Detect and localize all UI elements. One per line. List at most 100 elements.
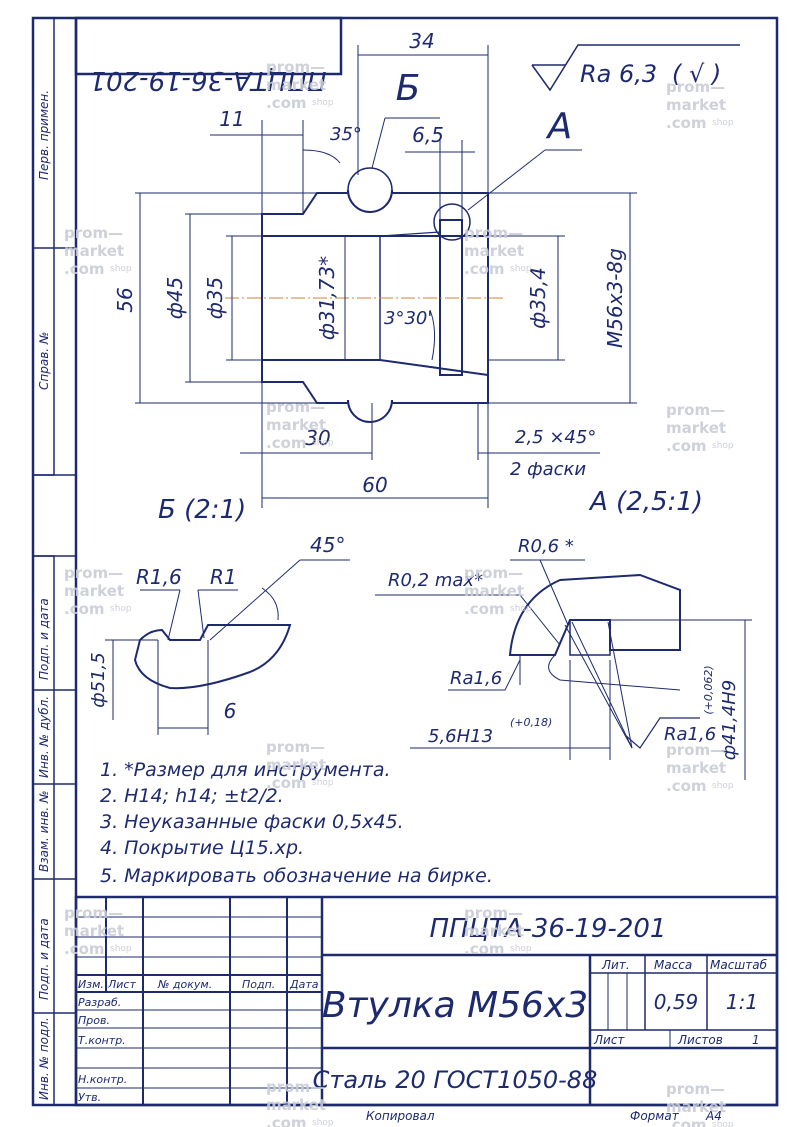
svg-text:market: market [266,756,326,774]
dim-3-30: 3°30' [384,308,432,329]
note-2: 2. Н14; h14; ±t2/2. [100,785,284,807]
roughness-ra1-6-b: Ra1,6 [664,724,716,745]
tb-col-data: Дата [289,978,319,991]
note-4: 4. Покрытие Ц15.хр. [100,837,304,859]
note-1: 1. *Размер для инструмента. [100,759,391,781]
tb-format-value: А4 [705,1109,722,1123]
svg-text:.com: .com [666,114,707,132]
tb-drawing-number: ППЦТА-36-19-201 [430,914,667,944]
svg-text:shop: shop [712,118,734,128]
dim-35deg: 35° [330,124,362,145]
svg-text:market: market [266,1096,326,1114]
dim-5-6-h13-tol: (+0,18) [510,716,552,729]
svg-text:market: market [464,242,524,260]
svg-text:prom—: prom— [666,78,725,96]
svg-text:prom—: prom— [666,401,725,419]
svg-text:prom—: prom— [266,1078,325,1096]
svg-text:.com: .com [64,260,105,278]
svg-text:.com: .com [464,600,505,618]
watermark: prom— market .com shop [64,564,132,618]
side-label-sprav: Справ. № [37,332,51,390]
svg-text:market: market [666,759,726,777]
svg-text:prom—: prom— [64,224,123,242]
tb-lit: Лит. [601,958,630,972]
watermark: prom— market .com shop [666,78,734,132]
tb-listov: Листов [677,1033,723,1047]
svg-text:.com: .com [666,437,707,455]
dim-d31-73: ф31,73* [315,256,339,340]
view-a-title: А (2,5:1) [588,487,703,517]
svg-text:prom—: prom— [266,58,325,76]
svg-text:market: market [666,1098,726,1116]
view-b-marker: Б [396,68,421,109]
svg-text:prom—: prom— [666,741,725,759]
svg-text:market: market [64,922,124,940]
watermarks: prom— market .com shop prom— market .com… [64,58,734,1127]
side-label-vzam: Взам. инв. № [37,791,51,872]
svg-text:market: market [464,582,524,600]
svg-text:shop: shop [312,1118,334,1127]
watermark: prom— market .com shop [464,564,532,618]
svg-text:shop: shop [712,441,734,451]
dim-r1-6: R1,6 [136,565,182,589]
dim-34: 34 [409,29,434,53]
dim-r0-6: R0,6 * [518,536,574,557]
dim-d51-5: ф51,5 [88,652,109,707]
dim-r1: R1 [210,565,237,589]
watermark: prom— market .com shop [666,401,734,455]
watermark: prom— market .com shop [266,1078,334,1127]
svg-text:prom—: prom— [266,738,325,756]
dim-chamfer-count: 2 фаски [510,459,586,480]
svg-text:shop: shop [510,264,532,274]
view-a-marker: А [546,106,573,147]
svg-text:prom—: prom— [464,224,523,242]
svg-text:shop: shop [312,778,334,788]
svg-text:.com: .com [266,774,307,792]
svg-text:.com: .com [666,777,707,795]
svg-text:shop: shop [312,438,334,448]
dim-30: 30 [305,426,330,450]
svg-text:.com: .com [64,940,105,958]
dim-d35-4: ф35,4 [526,267,550,329]
tb-list: Лист [593,1033,625,1047]
tb-row-tkontr: Т.контр. [78,1034,126,1047]
svg-text:shop: shop [712,781,734,791]
dim-d41-4-tol: (+0,062) [702,665,715,714]
tb-col-izm: Изм. [78,978,104,991]
tb-format: Формат [630,1109,680,1123]
watermark: prom— market .com shop [64,224,132,278]
dim-d41-4: ф41,4Н9 [719,680,740,760]
tb-row-prov: Пров. [78,1014,110,1027]
svg-text:prom—: prom— [464,564,523,582]
tb-kopiroval: Копировал [366,1109,435,1123]
dim-6: 6 [224,699,237,723]
title-block: Изм. Лист № докум. Подп. Дата Разраб. Пр… [74,895,779,1123]
dim-chamfer: 2,5 ×45° [515,427,596,448]
svg-text:market: market [266,416,326,434]
watermark: prom— market .com shop [464,224,532,278]
tb-masshtab: Масштаб [710,958,768,972]
dim-56: 56 [113,287,137,312]
main-section [225,167,505,423]
watermark: prom— market .com shop [464,904,532,958]
dim-11: 11 [219,107,244,131]
svg-text:prom—: prom— [464,904,523,922]
watermark: prom— market .com shop [666,741,734,795]
watermark: prom— market .com shop [64,904,132,958]
side-label-perv: Перв. примен. [37,90,51,180]
tb-col-list: Лист [107,978,136,991]
dim-45deg: 45° [310,533,345,557]
tb-col-podp: Подп. [242,978,275,991]
dim-r0-2: R0,2 max* [388,570,483,591]
watermark: prom— market .com shop [666,1080,734,1127]
svg-text:market: market [666,419,726,437]
svg-text:.com: .com [266,434,307,452]
tb-massa: Масса [654,958,692,972]
roughness-check-symbol: ( √ ) [672,60,721,88]
svg-text:market: market [266,76,326,94]
svg-text:prom—: prom— [266,398,325,416]
svg-text:market: market [64,242,124,260]
watermark: prom— market .com shop [266,398,334,452]
svg-text:.com: .com [64,600,105,618]
